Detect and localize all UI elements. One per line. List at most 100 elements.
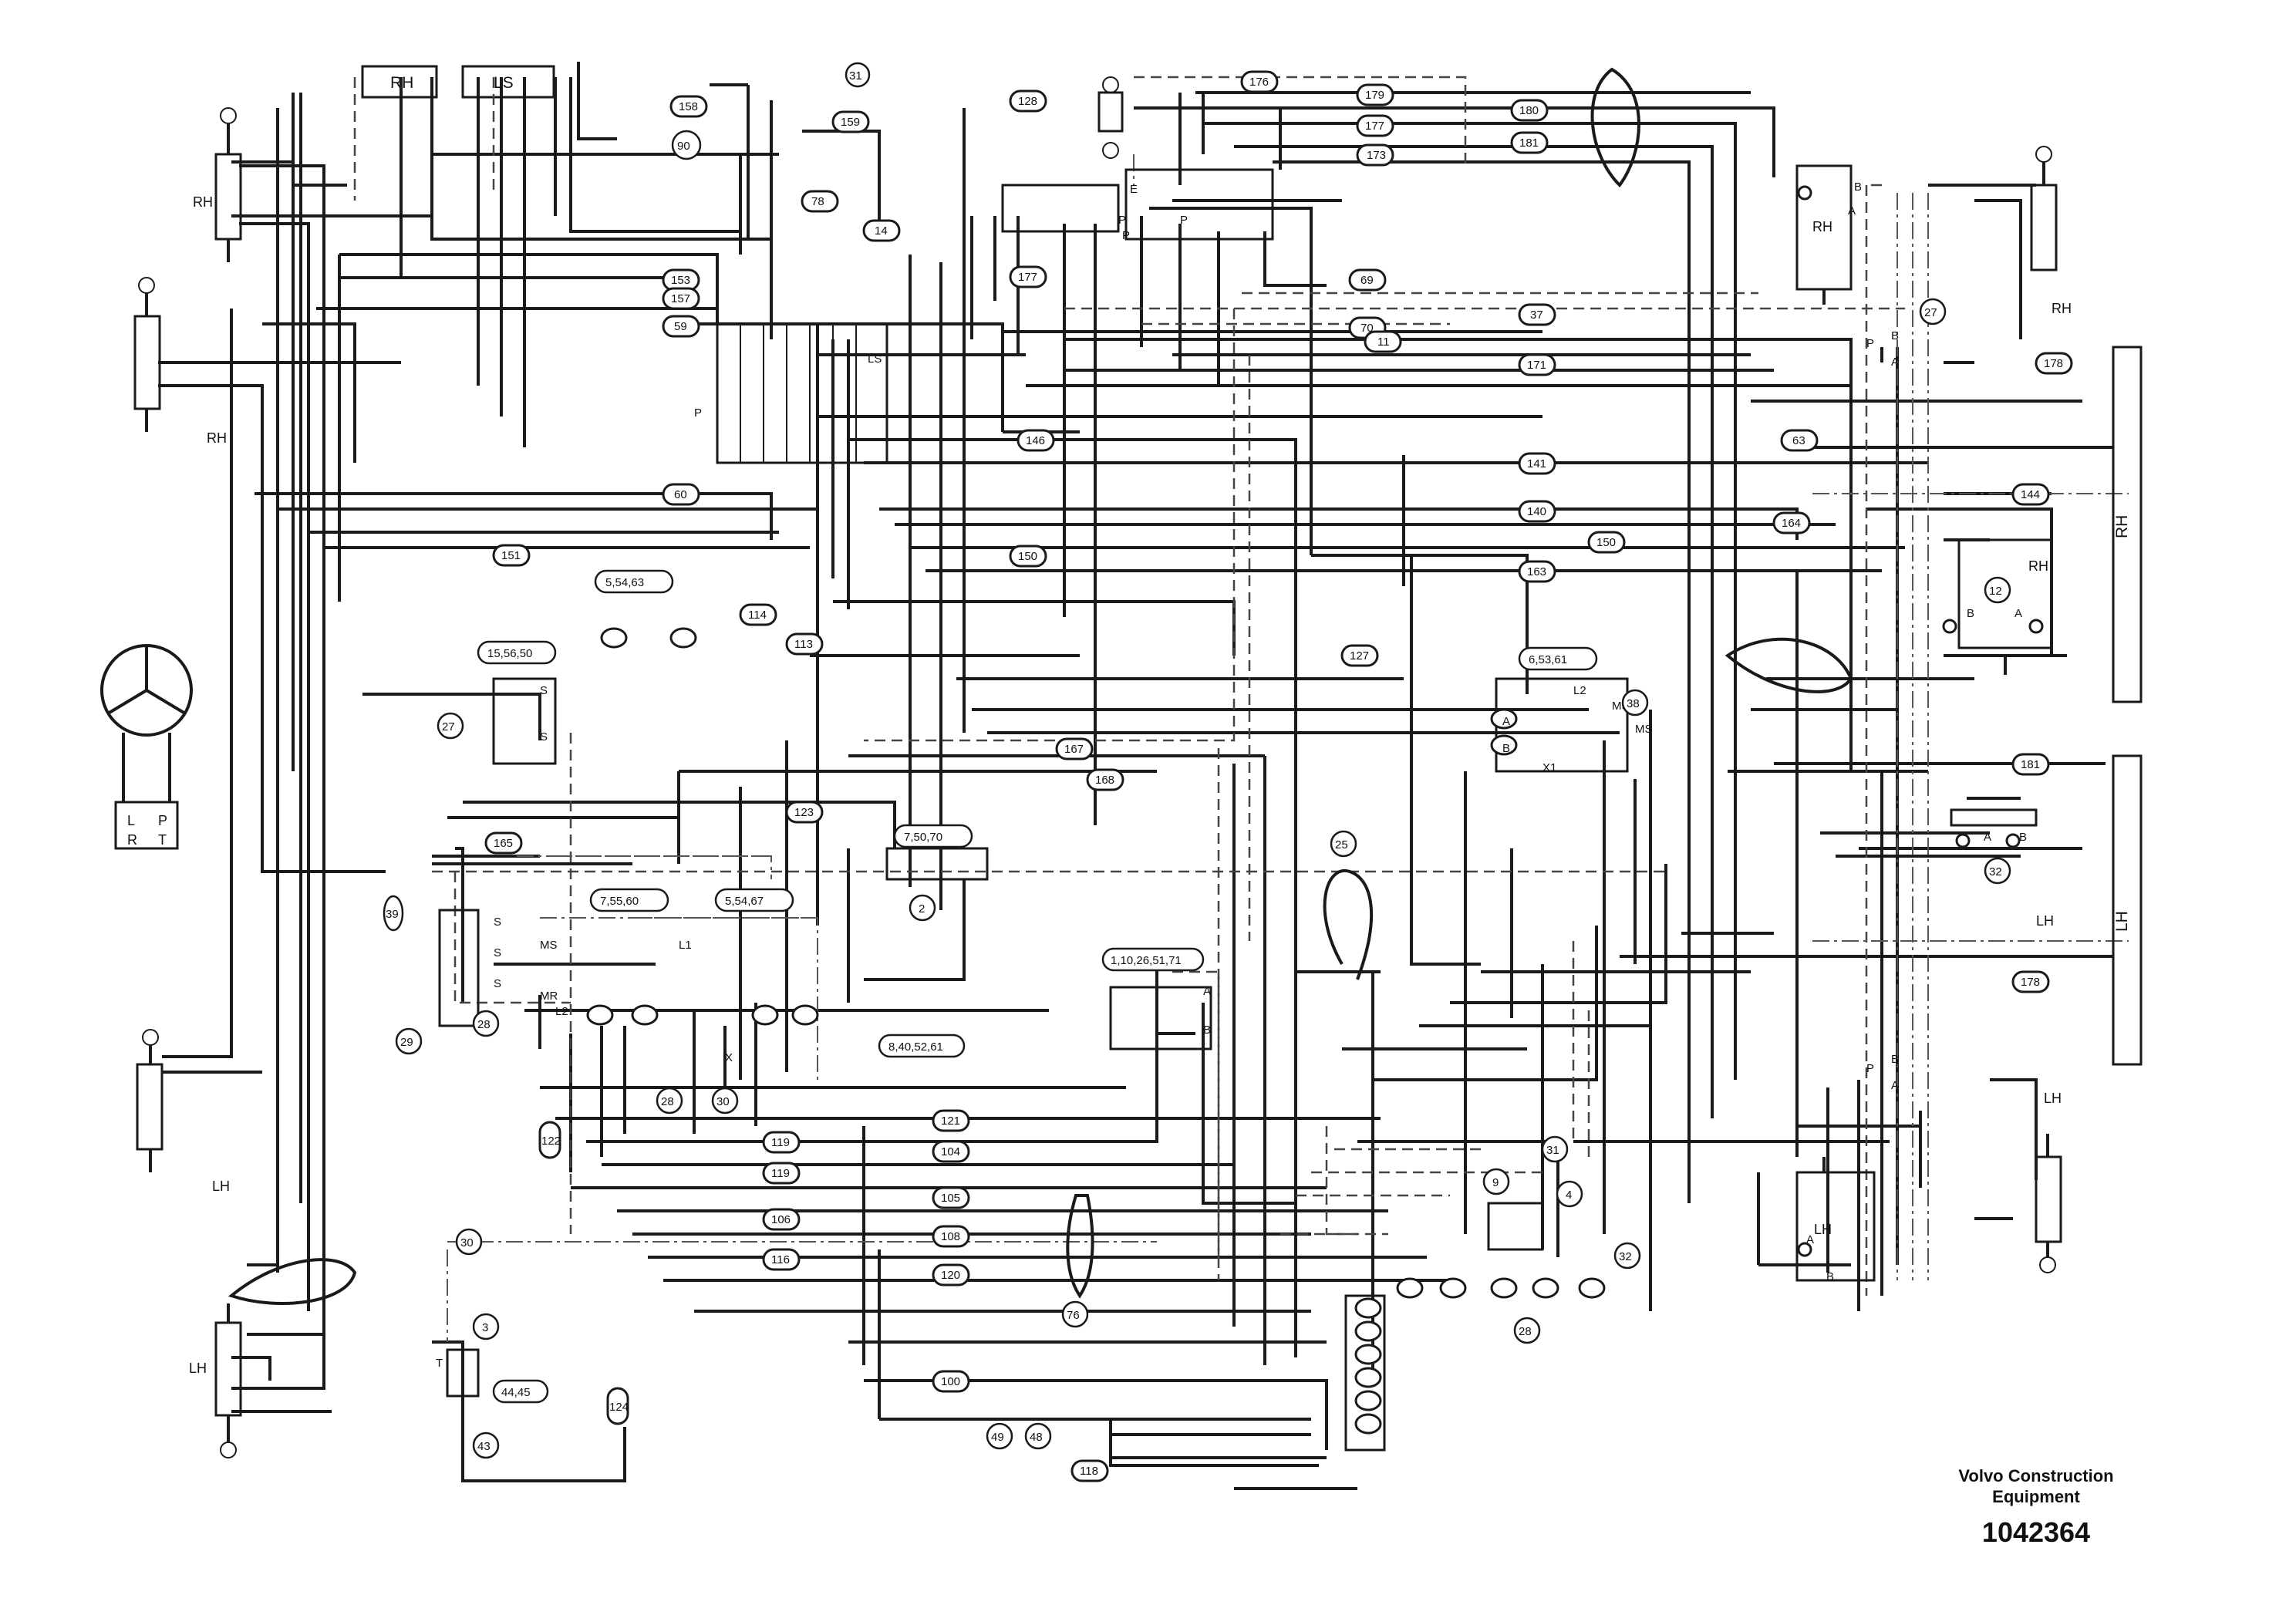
hose-label: 128 — [1009, 89, 1047, 113]
callout-32-right: 32 — [1984, 857, 2011, 885]
svg-text:178: 178 — [2021, 976, 2040, 989]
svg-text:121: 121 — [941, 1114, 960, 1128]
svg-text:7,55,60: 7,55,60 — [600, 895, 639, 908]
svg-text:59: 59 — [674, 320, 687, 333]
svg-text:106: 106 — [771, 1213, 791, 1226]
svg-text:159: 159 — [841, 116, 860, 129]
svg-text:181: 181 — [2021, 758, 2040, 771]
callout-44-45: 44,45 — [492, 1379, 549, 1404]
svg-text:153: 153 — [671, 274, 690, 287]
svg-text:S: S — [540, 730, 548, 744]
callout-49: 49 — [986, 1422, 1013, 1450]
svg-text:151: 151 — [501, 549, 521, 562]
motor-rh-upper: RH — [1795, 164, 1853, 305]
svg-text:31: 31 — [849, 69, 862, 83]
cylinder-left-lh-mid: LH — [136, 1029, 230, 1194]
svg-text:43: 43 — [477, 1440, 491, 1453]
callout-5-54-67: 5,54,67 — [714, 888, 794, 912]
svg-text:P: P — [158, 813, 167, 828]
svg-text:P: P — [1866, 337, 1874, 350]
svg-text:RH: RH — [2113, 515, 2131, 538]
callout-76: 76 — [1061, 1300, 1089, 1328]
svg-text:E: E — [1130, 183, 1138, 196]
fitting — [1942, 619, 2044, 634]
callout-2: 2 — [909, 894, 936, 922]
svg-text:119: 119 — [771, 1136, 790, 1149]
callout-29: 29 — [395, 1027, 423, 1055]
svg-text:150: 150 — [1596, 536, 1616, 549]
svg-text:150: 150 — [1018, 550, 1037, 563]
hose-label: 158 — [669, 95, 708, 118]
callout-32-lower: 32 — [1613, 1242, 1641, 1270]
hose-label: 177 — [1356, 114, 1394, 137]
callout-3: 3 — [472, 1313, 500, 1340]
fittings — [586, 185, 2044, 1435]
hose-label: 106 — [762, 1208, 801, 1231]
svg-text:114: 114 — [748, 609, 767, 622]
svg-text:164: 164 — [1782, 517, 1801, 530]
callout-15-56-50: 15,56,50 — [477, 640, 557, 665]
motor-lh-mid: LH — [1950, 797, 2054, 929]
callout-30: 30 — [711, 1087, 739, 1114]
hose-label: 119 — [762, 1131, 801, 1154]
svg-text:70: 70 — [1360, 322, 1374, 335]
callout-38: 38 — [1621, 689, 1649, 717]
valve-block-1: A B — [1109, 985, 1212, 1050]
svg-text:LH: LH — [189, 1361, 207, 1376]
top-label-box-right: LS — [461, 65, 555, 99]
callout-28-c: 28 — [1513, 1317, 1541, 1344]
svg-text:44,45: 44,45 — [501, 1386, 531, 1399]
hose-label: 105 — [932, 1186, 970, 1209]
hose-label: 120 — [932, 1263, 970, 1286]
hose-label: 168 — [1086, 768, 1124, 791]
svg-text:122: 122 — [541, 1135, 561, 1148]
pilot-valves: S S S MS MR L2 L1 X — [438, 909, 733, 1064]
svg-text:S: S — [540, 684, 548, 697]
hose-label: 176 — [1240, 70, 1279, 93]
svg-text:LS: LS — [868, 352, 882, 366]
hose-label: 37 — [1518, 303, 1556, 326]
callout-28-b: 28 — [656, 1087, 683, 1114]
hose-label: 181 — [2011, 753, 2050, 776]
hose-label: 177 — [1009, 265, 1047, 288]
cylinder-right-rh: RH — [2030, 146, 2072, 316]
svg-text:127: 127 — [1350, 649, 1369, 663]
svg-text:120: 120 — [941, 1269, 960, 1282]
svg-text:B: B — [1854, 180, 1862, 194]
hose-callouts: 158 159 128 176 179 180 177 181 173 78 1… — [484, 70, 2073, 1482]
hose-label: 140 — [1518, 500, 1556, 523]
callout-48: 48 — [1024, 1422, 1052, 1450]
hose-label: 157 — [662, 287, 700, 310]
top-cylinder — [1097, 76, 1124, 159]
svg-text:113: 113 — [794, 638, 813, 651]
hose-label: 163 — [1518, 560, 1556, 583]
svg-text:124: 124 — [609, 1401, 629, 1414]
svg-text:X: X — [725, 1051, 733, 1064]
svg-text:3: 3 — [482, 1321, 488, 1334]
callout-27-left: 27 — [437, 712, 464, 740]
svg-text:12: 12 — [1989, 585, 2002, 598]
svg-text:29: 29 — [400, 1036, 413, 1049]
svg-text:L2: L2 — [555, 1005, 568, 1018]
svg-text:123: 123 — [794, 806, 814, 819]
steering-wheel-icon: L P R T — [100, 644, 193, 850]
svg-text:P: P — [1866, 1062, 1874, 1075]
hose-label: 116 — [762, 1248, 801, 1271]
hose-label: 108 — [932, 1225, 970, 1248]
svg-text:P: P — [694, 406, 702, 420]
svg-text:A: A — [1984, 831, 1991, 844]
hose-label: 121 — [932, 1109, 970, 1132]
hose-label: 181 — [1510, 131, 1549, 154]
svg-text:5,54,67: 5,54,67 — [725, 895, 764, 908]
svg-text:L: L — [127, 813, 135, 828]
svg-text:48: 48 — [1030, 1431, 1043, 1444]
svg-text:163: 163 — [1527, 565, 1546, 578]
callout-43: 43 — [472, 1431, 500, 1459]
svg-text:B: B — [1891, 1053, 1899, 1066]
svg-text:25: 25 — [1335, 838, 1348, 851]
hose-label: 14 — [862, 219, 901, 242]
svg-text:A: A — [1203, 985, 1211, 998]
svg-text:38: 38 — [1627, 697, 1640, 710]
svg-text:118: 118 — [1080, 1465, 1098, 1478]
brand-line-2: Equipment — [1992, 1487, 2080, 1506]
